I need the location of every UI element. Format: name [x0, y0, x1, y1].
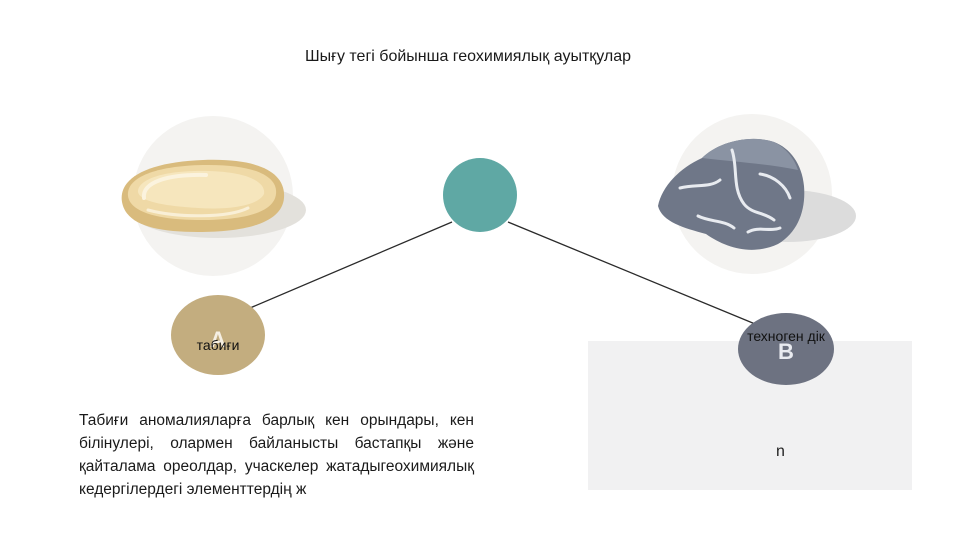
- panel-text: n: [776, 443, 785, 460]
- node-label-technogenic: техноген дік: [747, 328, 825, 344]
- node-letter-b: B: [778, 339, 794, 364]
- node-letter-a: A: [210, 327, 226, 352]
- node-label-natural: табиғи: [196, 337, 240, 353]
- connector-line-b: [507, 221, 761, 327]
- slide-title: Шығу тегі бойынша геохимиялық ауытқулар: [304, 48, 632, 65]
- node-natural: A табиғи: [171, 295, 265, 375]
- sandstone-pebble-icon: [121, 159, 306, 238]
- connector-line-a: [249, 221, 453, 309]
- description-text: Табиғи аномалияларға барлық кен орындары…: [79, 412, 474, 498]
- node-technogenic: B техноген дік: [738, 313, 834, 385]
- grey-rock-icon: [658, 138, 856, 250]
- hub-circle: [443, 158, 517, 232]
